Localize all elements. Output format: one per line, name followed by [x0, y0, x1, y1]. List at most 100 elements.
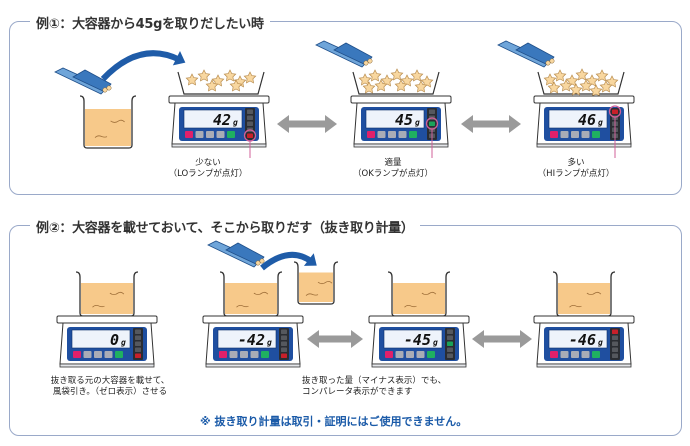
comparator-lamp — [447, 329, 453, 334]
beaker-content — [558, 283, 610, 314]
scoop-ex2 — [207, 240, 265, 268]
scale-key — [550, 351, 558, 358]
transfer-arrow-icon — [260, 251, 314, 271]
scale-key — [406, 351, 414, 358]
scale-key — [416, 351, 425, 358]
star-item — [374, 79, 388, 92]
double-arrow-icon — [277, 115, 337, 133]
lcd-screen — [548, 109, 608, 129]
caption-hi-line1: 多い — [567, 158, 585, 168]
caption-hi-line2: （HIランプが点灯） — [537, 169, 615, 179]
comparator-lamp — [135, 347, 141, 352]
scale-key — [94, 351, 102, 358]
lcd-unit: g — [598, 338, 603, 347]
caption-lo-line1: 少ない — [195, 158, 221, 168]
double-arrow-icon — [472, 330, 532, 348]
weighing-tray — [537, 71, 625, 95]
lcd-value: 0 — [110, 331, 119, 349]
scoop-handle — [225, 242, 265, 266]
scoop-ex1-c — [497, 40, 555, 68]
scale-platform — [56, 315, 158, 324]
beaker-content — [299, 272, 333, 302]
beaker-ex2-4 — [552, 271, 616, 317]
arrow-ex2-between-2 — [472, 330, 532, 348]
scoop-granule — [549, 58, 555, 64]
lcd-screen — [548, 329, 608, 349]
star-item — [589, 84, 603, 97]
caption-zero-line1: 抜き取る元の大容器を載せて、 — [50, 376, 170, 386]
scale-platform — [533, 95, 635, 104]
scale-key — [581, 131, 590, 138]
scale-key — [115, 351, 123, 358]
caption-minus-line1: 抜き取った量（マイナス表示）でも、 — [302, 376, 447, 386]
arrow-ex1-between-1 — [277, 115, 337, 133]
lcd-value: -45 — [404, 331, 431, 349]
star-item — [243, 71, 257, 84]
beaker-content — [225, 283, 277, 314]
comparator-lamp — [135, 353, 141, 358]
scale-key — [206, 131, 214, 138]
scale-platform — [533, 315, 635, 324]
content-texture — [586, 291, 602, 296]
lcd-unit: g — [415, 118, 420, 127]
star-item — [205, 79, 219, 92]
comparator-lamp — [135, 335, 141, 340]
scale-key — [240, 351, 248, 358]
star-item — [185, 73, 199, 86]
star-item — [569, 83, 583, 96]
scale-key — [377, 131, 386, 138]
scoop-handle — [333, 42, 373, 66]
comparator-lamp — [447, 347, 453, 352]
content-texture — [421, 291, 437, 296]
lcd-screen — [183, 109, 243, 129]
star-item — [543, 73, 557, 86]
lcd-screen — [365, 109, 425, 129]
caption-lo: 少ない （LOランプが点灯） — [168, 158, 248, 180]
comparator-lamp — [281, 335, 287, 340]
usage-note: ※ 抜き取り計量は取引・証明にはご使用できません。 — [200, 415, 468, 428]
scale-key — [250, 351, 259, 358]
scale-platform — [168, 95, 270, 104]
star-item — [362, 81, 376, 94]
star-item — [575, 68, 589, 81]
tray-ex1-3 — [537, 68, 625, 97]
beaker-outline — [79, 95, 137, 149]
content-texture — [109, 291, 125, 296]
scale-key — [581, 351, 590, 358]
comparator-lamp — [612, 353, 618, 358]
star-item — [595, 69, 609, 82]
scoop-granule — [363, 60, 369, 66]
comparator-lamp — [281, 347, 287, 352]
comparator-lamp — [135, 341, 141, 346]
star-item — [579, 79, 593, 92]
lcd-unit: g — [121, 338, 126, 347]
comparator-lamp — [281, 353, 287, 358]
content-texture — [305, 293, 319, 296]
scale-platform — [350, 95, 452, 104]
content-texture — [404, 305, 417, 308]
scale-key — [550, 131, 558, 138]
content-texture — [569, 305, 582, 308]
scoop-handle — [72, 69, 112, 93]
scale-base — [171, 143, 267, 148]
comparator-lamp — [281, 341, 287, 346]
scale-key — [83, 351, 92, 358]
beaker-content — [393, 283, 445, 314]
scale-key — [427, 351, 435, 358]
scale-key — [216, 131, 225, 138]
star-item — [358, 73, 372, 86]
scale-key — [227, 131, 235, 138]
content-texture — [236, 305, 249, 308]
scale-key — [560, 131, 569, 138]
scale-key — [571, 351, 579, 358]
scale-base — [536, 143, 632, 148]
scoop-granule — [106, 85, 112, 91]
content-texture — [92, 305, 105, 308]
scale-base — [536, 363, 632, 368]
caption-lo-line2: （LOランプが点灯） — [168, 169, 248, 179]
caption-zero: 抜き取る元の大容器を載せて、 風袋引き。（ゼロ表示）させる — [40, 376, 180, 398]
